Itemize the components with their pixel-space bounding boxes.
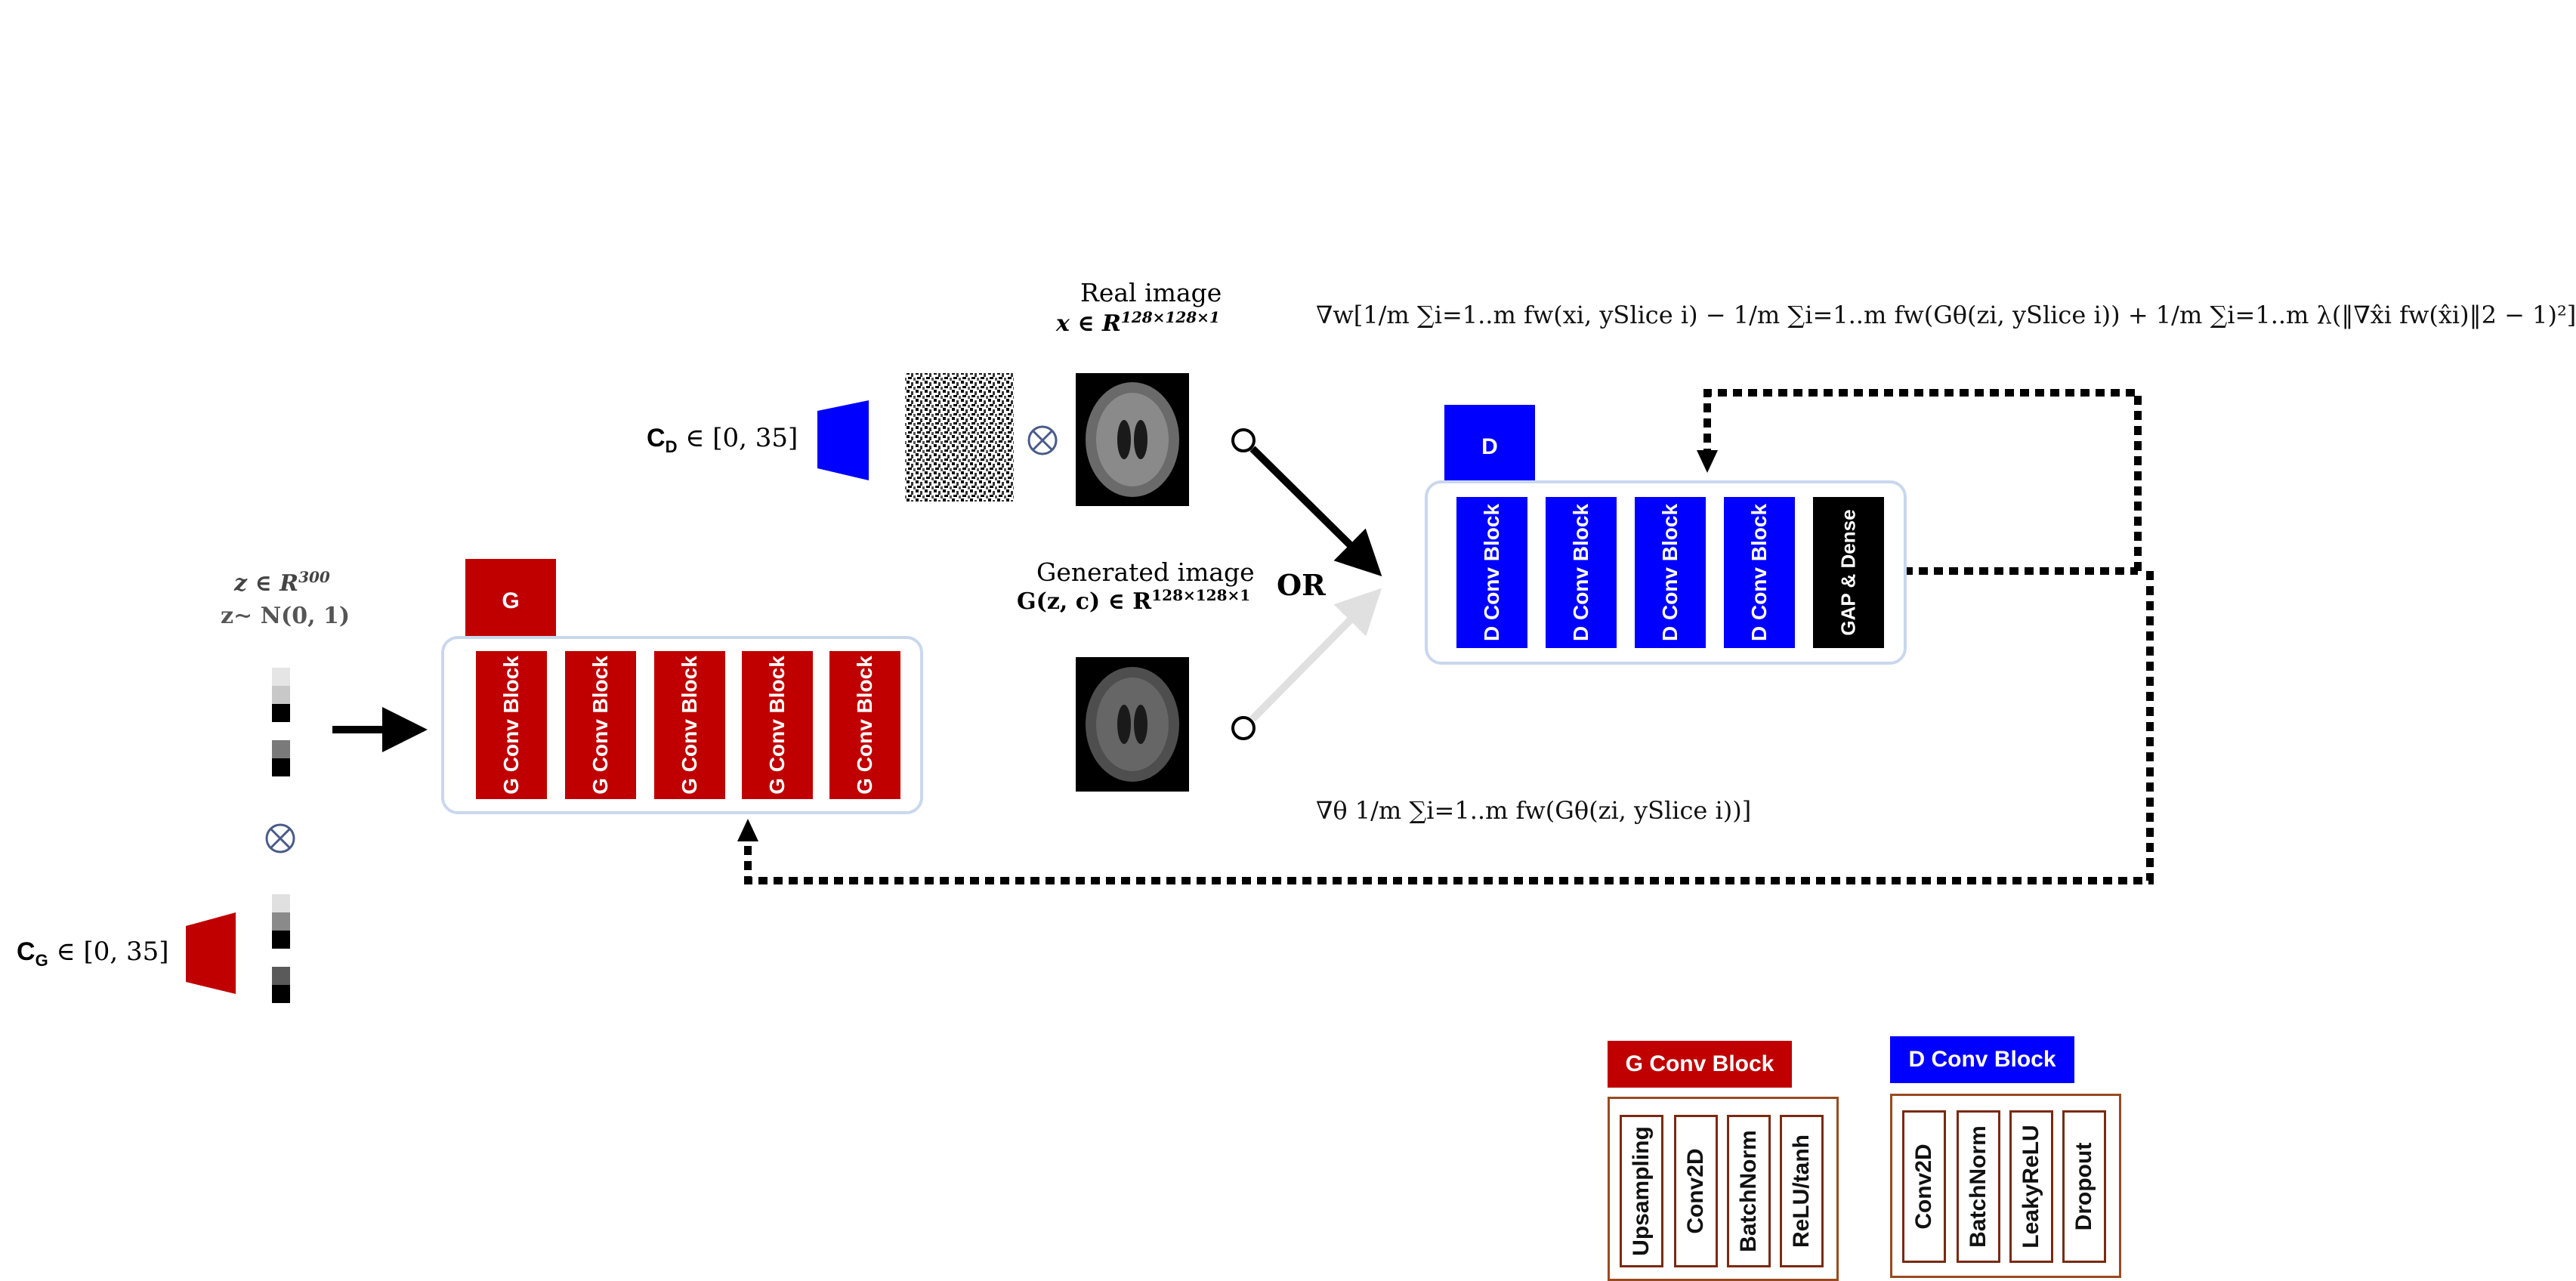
g-conv-block: G Conv Block: [742, 651, 813, 799]
real-image-title: Real image: [1080, 278, 1222, 307]
discriminator-feedback-loop: [1703, 389, 2142, 575]
gap-dense-block: GAP & Dense: [1813, 497, 1884, 648]
g-legend-layer: Conv2D: [1674, 1115, 1718, 1267]
z-vector-strip: [272, 668, 290, 776]
real-brain-image: [1076, 373, 1189, 506]
g-conv-block: G Conv Block: [476, 651, 547, 799]
or-label: OR: [1277, 568, 1326, 602]
d-legend-layer: Dropout: [2062, 1110, 2106, 1263]
cd-label: CD ∈ [0, 35]: [647, 423, 798, 456]
generated-image-dimension: G(z, c) ∈ R128×128×1: [1017, 586, 1251, 615]
d-legend-layer: Conv2D: [1902, 1110, 1946, 1263]
cg-label: CG ∈ [0, 35]: [17, 937, 169, 970]
z-space-label: z ∈ R300: [234, 568, 330, 597]
d-conv-block: D Conv Block: [1724, 497, 1795, 648]
g-legend-layer: Upsampling: [1620, 1115, 1663, 1267]
otimes-symbol-top: [1027, 425, 1058, 455]
generator-tag: G: [465, 559, 556, 644]
d-legend-layer: LeakyReLU: [2009, 1110, 2053, 1263]
generated-switch-node: [1231, 716, 1256, 740]
g-legend-title-box: G Conv Block: [1608, 1041, 1792, 1088]
d-conv-block: D Conv Block: [1546, 497, 1617, 648]
generator-loss-equation: ∇θ 1/m ∑i=1..m fw(Gθ(zi, ySlice i))]: [1316, 796, 1752, 825]
d-legend-title-box: D Conv Block: [1890, 1036, 2074, 1083]
g-legend-layer: BatchNorm: [1727, 1115, 1771, 1267]
discriminator-loss-equation: ∇w[1/m ∑i=1..m fw(xi, ySlice i) − 1/m ∑i…: [1316, 301, 2576, 329]
noise-image: [905, 373, 1014, 502]
generated-brain-image: [1076, 657, 1189, 792]
generated-image-title: Generated image: [1036, 557, 1255, 587]
otimes-symbol-left: [265, 823, 295, 853]
g-legend-layer: ReLU/tanh: [1780, 1115, 1824, 1267]
generator-feedback-loop: [744, 571, 2154, 884]
real-image-dimension: x ∈ R128×128×1: [1056, 308, 1220, 337]
real-to-discriminator-arrow: [1249, 446, 1382, 577]
diagram-connectors: [186, 373, 2154, 1003]
d-conv-block: D Conv Block: [1635, 497, 1706, 648]
g-conv-block: G Conv Block: [829, 651, 900, 799]
discriminator-tag: D: [1444, 405, 1535, 489]
discriminator-feedback-arrowhead: [1697, 450, 1718, 473]
cg-embedding-shape: [186, 912, 236, 994]
cd-embedding-shape: [817, 400, 869, 480]
generator-feedback-arrowhead: [737, 819, 758, 841]
real-switch-node: [1231, 428, 1256, 452]
d-conv-block: D Conv Block: [1456, 497, 1527, 648]
cg-vector-strip: [272, 894, 290, 1003]
generated-to-discriminator-arrow: [1249, 588, 1382, 722]
g-conv-block: G Conv Block: [565, 651, 636, 799]
d-legend-layer: BatchNorm: [1957, 1110, 2000, 1263]
z-distribution-label: z∼ N(0, 1): [221, 603, 351, 629]
g-conv-block: G Conv Block: [654, 651, 725, 799]
